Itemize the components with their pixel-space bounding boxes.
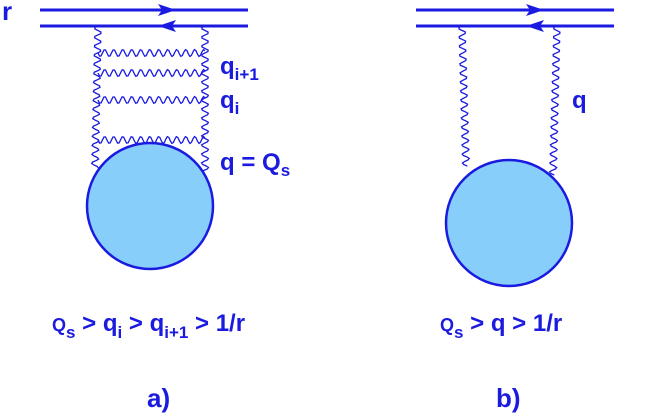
target-blob-b xyxy=(444,158,574,288)
gluon-rung-4 xyxy=(97,135,206,145)
caption-b: b) xyxy=(496,383,521,413)
diagram-a: r qi+1 qi q = Qs Qs > qi > qi+1 > 1/r a) xyxy=(2,0,290,413)
gluon-left xyxy=(458,25,471,167)
diagram-b: q Qs > q > 1/r b) xyxy=(416,4,614,413)
gluon-right-rail xyxy=(200,25,210,173)
caption-a: a) xyxy=(147,383,170,413)
arrow-left-icon xyxy=(526,20,544,32)
gluon-right xyxy=(548,25,561,176)
q-equals-qs-label: q = Qs xyxy=(220,149,290,180)
gluon-rung-2 xyxy=(97,68,206,78)
q-label-b: q xyxy=(572,87,587,114)
q-i-label: qi xyxy=(220,87,239,118)
gluon-lines-b xyxy=(458,25,561,176)
condition-b: Qs > q > 1/r xyxy=(440,310,562,342)
q-next-label: qi+1 xyxy=(220,53,259,84)
arrow-right-icon xyxy=(158,4,176,16)
r-label: r xyxy=(2,0,12,26)
gluon-left-rail xyxy=(90,25,102,169)
condition-a: Qs > qi > qi+1 > 1/r xyxy=(52,310,245,342)
gluon-rung-3 xyxy=(97,95,206,105)
arrow-right-icon xyxy=(526,4,544,16)
target-blob-a xyxy=(85,141,215,271)
arrow-left-icon xyxy=(158,20,176,32)
gluon-rung-1 xyxy=(97,48,206,58)
gluon-ladder-a xyxy=(90,25,210,173)
